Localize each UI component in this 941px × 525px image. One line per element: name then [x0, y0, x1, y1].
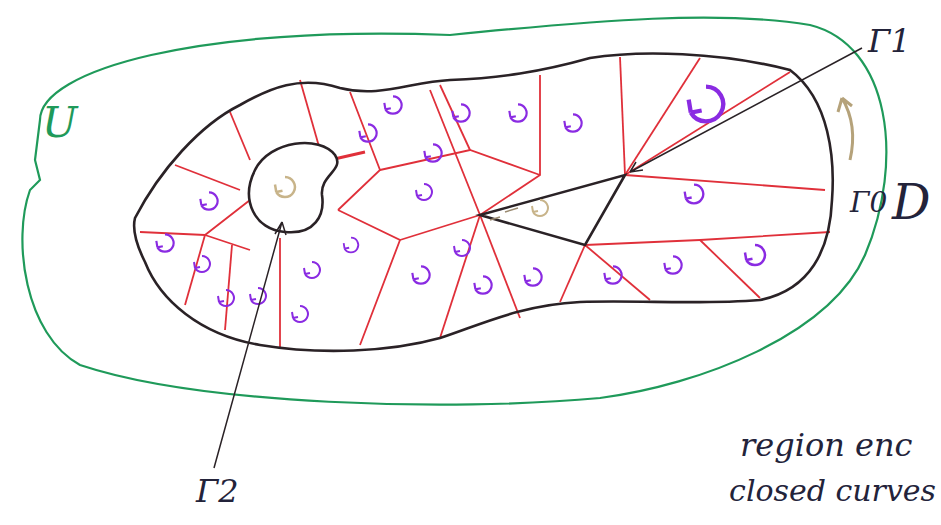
- note-text: region enc: [740, 428, 912, 463]
- note-text: closed curves: [729, 474, 936, 507]
- orientation-arrows: [156, 87, 765, 322]
- set-label: U: [42, 100, 77, 146]
- orientation-arrow: [838, 98, 853, 160]
- curve-label: Γ2: [196, 474, 239, 509]
- region-boundary: [134, 54, 833, 351]
- subdivision-lines: [140, 57, 830, 347]
- curve-label: Γ0: [850, 188, 887, 219]
- leader-line: [630, 48, 862, 172]
- curve-label: Γ1: [868, 24, 911, 59]
- open-set-outline: [22, 18, 886, 405]
- leader-line: [214, 222, 286, 468]
- region-label: D: [892, 176, 930, 229]
- hole-boundary: [480, 175, 625, 245]
- hole-boundary: [249, 143, 337, 232]
